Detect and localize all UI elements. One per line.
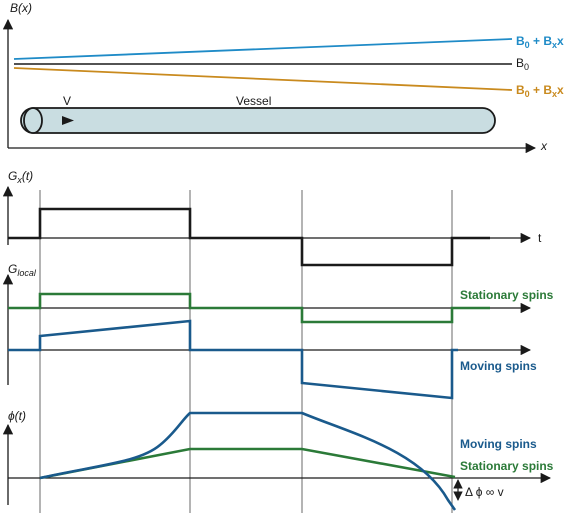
label-b0-plus: B0 + Bxx — [516, 34, 564, 50]
velocity-label: V — [63, 94, 71, 108]
t-axis-label: t — [538, 231, 542, 245]
phi-stationary-label: Stationary spins — [460, 459, 554, 473]
stationary-gradient-curve — [8, 292, 490, 324]
b-axis-label: B(x) — [10, 1, 32, 15]
label-b0-minus: B0 + Bxx — [516, 83, 564, 99]
moving-phase-curve — [39, 411, 457, 511]
field-line-plus — [13, 38, 513, 60]
vessel: V Vessel — [20, 94, 496, 134]
panel-phase: ϕ(t) Moving spins Stationary spins Δ ϕ ∞… — [2, 409, 554, 511]
label-b0: B0 — [516, 56, 529, 72]
phase-difference-label: Δ ϕ ∞ v — [465, 485, 504, 499]
stationary-phase-curve — [39, 447, 456, 480]
gx-axis-label: Gx(t) — [8, 169, 33, 185]
flow-arrow-icon — [62, 116, 74, 125]
panel-local-gradient: Glocal Stationary spins Moving spins — [2, 262, 554, 400]
vessel-label: Vessel — [236, 94, 271, 108]
phi-axis-label: ϕ(t) — [8, 409, 26, 423]
field-line-minus — [13, 67, 513, 91]
gradient-waveform — [8, 207, 490, 267]
x-axis-label: x — [540, 139, 548, 153]
glocal-axis-label: Glocal — [8, 262, 37, 278]
moving-gradient-curve — [8, 319, 458, 400]
phi-moving-label: Moving spins — [460, 437, 537, 451]
panel-gradient-waveform: Gx(t) t — [2, 169, 542, 267]
glocal-stationary-label: Stationary spins — [460, 288, 554, 302]
glocal-moving-label: Moving spins — [460, 359, 537, 373]
panel-field-gradient: B(x) x B0 + Bxx B0 B0 + Bxx V Vessel — [2, 1, 564, 154]
